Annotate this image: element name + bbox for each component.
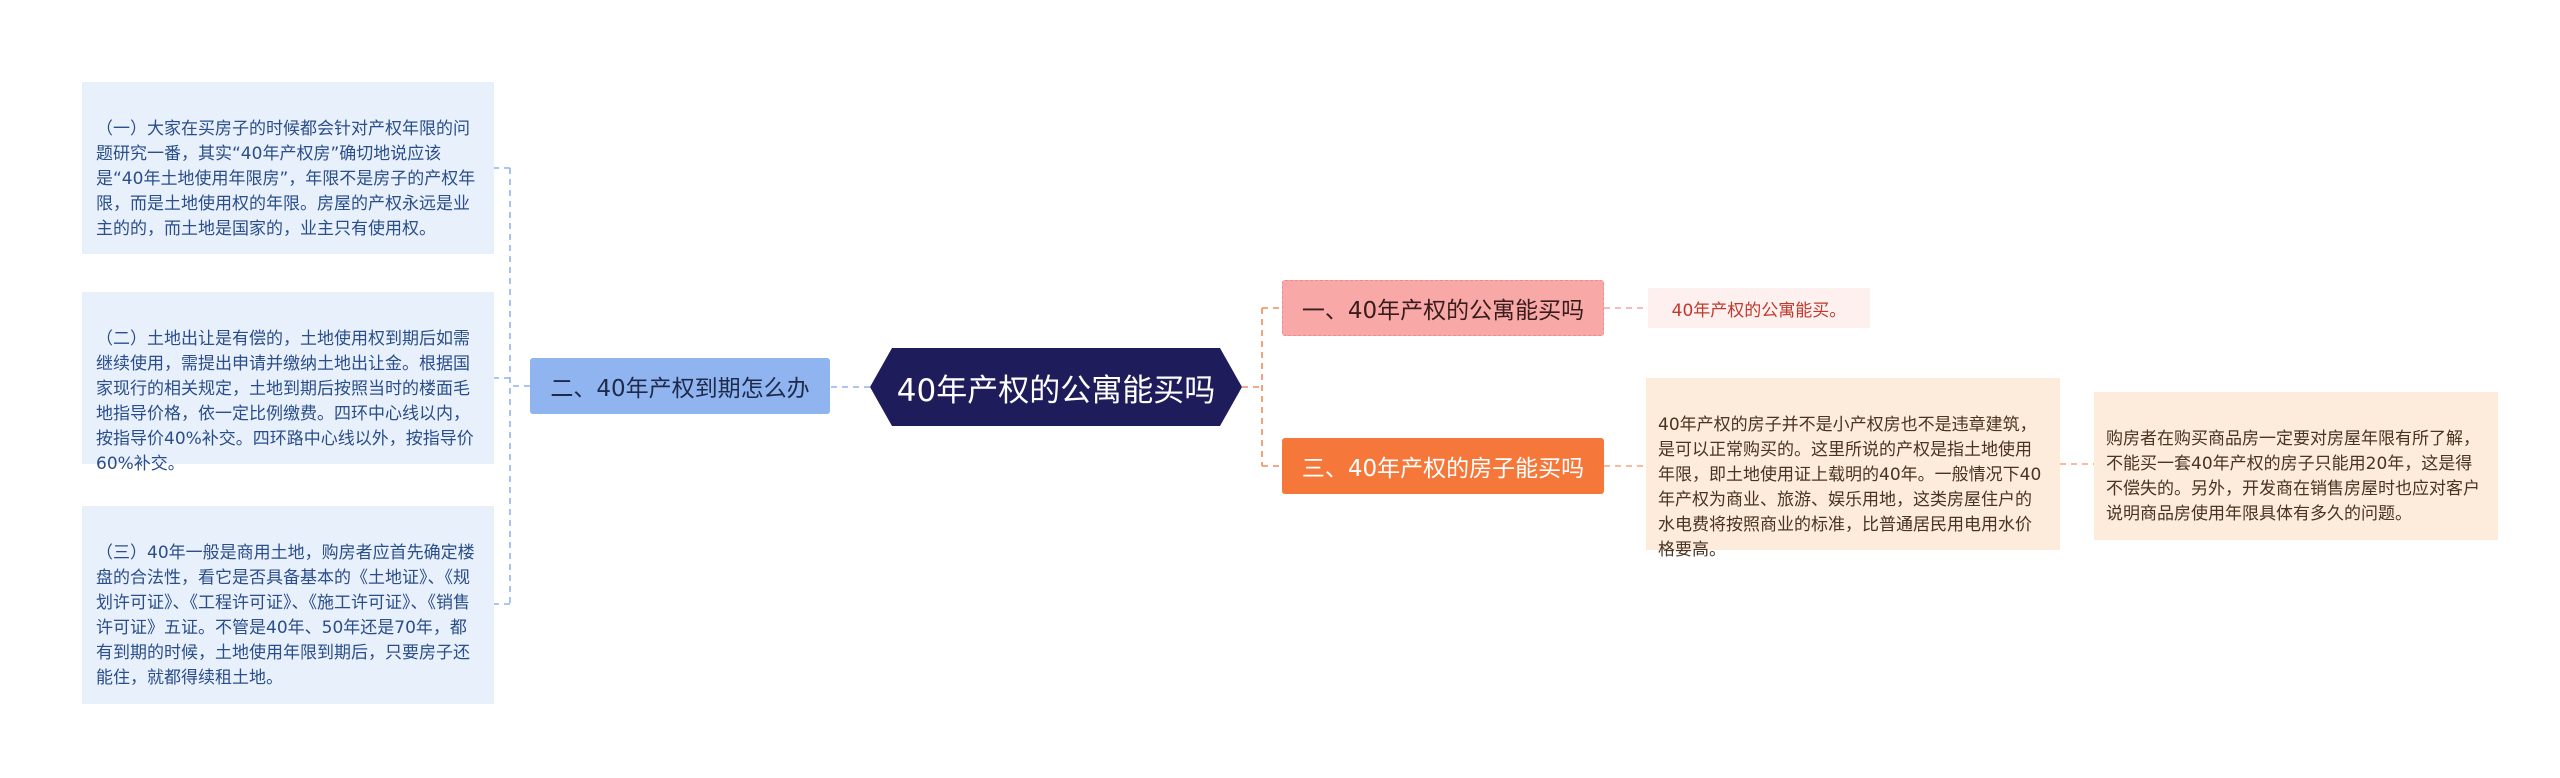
left-leaf-2[interactable]: （二）土地出让是有偿的，土地使用权到期后如需继续使用，需提出申请并缴纳土地出让金… [82,292,494,474]
left-leaf-3[interactable]: （三）40年一般是商用土地，购房者应首先确定楼盘的合法性，看它是否具备基本的《土… [82,506,494,704]
branch-right-bottom[interactable]: 三、40年产权的房子能买吗 [1282,438,1604,494]
branch-left[interactable]: 二、40年产权到期怎么办 [530,358,830,414]
connector-left-leaves [494,167,530,605]
right-bottom-leaf[interactable]: 40年产权的房子并不是小产权房也不是违章建筑，是可以正常购买的。这里所说的产权是… [1646,378,2060,560]
right-top-leaf[interactable]: 40年产权的公寓能买。 [1648,288,1870,328]
left-leaf-1-text: （一）大家在买房子的时候都会针对产权年限的问题研究一番，其实“40年产权房”确切… [96,119,476,239]
right-top-leaf-text: 40年产权的公寓能买。 [1671,300,1847,321]
central-topic[interactable]: 40年产权的公寓能买吗 [870,348,1242,426]
left-leaf-1[interactable]: （一）大家在买房子的时候都会针对产权年限的问题研究一番，其实“40年产权房”确切… [82,82,494,254]
branch-right-bottom-label: 三、40年产权的房子能买吗 [1301,456,1585,482]
branch-right-top-label: 一、40年产权的公寓能买吗 [1301,298,1585,324]
central-topic-label: 40年产权的公寓能买吗 [896,372,1216,409]
right-far-leaf-text: 购房者在购买商品房一定要对房屋年限有所了解，不能买一套40年产权的房子只能用20… [2106,429,2480,524]
left-leaf-2-text: （二）土地出让是有偿的，土地使用权到期后如需继续使用，需提出申请并缴纳土地出让金… [96,329,474,474]
connector-central-right [1242,307,1282,467]
right-far-leaf[interactable]: 购房者在购买商品房一定要对房屋年限有所了解，不能买一套40年产权的房子只能用20… [2094,392,2498,540]
branch-left-label: 二、40年产权到期怎么办 [550,376,810,402]
left-leaf-3-text: （三）40年一般是商用土地，购房者应首先确定楼盘的合法性，看它是否具备基本的《土… [96,543,475,688]
right-bottom-leaf-text: 40年产权的房子并不是小产权房也不是违章建筑，是可以正常购买的。这里所说的产权是… [1658,415,2042,560]
branch-right-top[interactable]: 一、40年产权的公寓能买吗 [1282,280,1604,336]
